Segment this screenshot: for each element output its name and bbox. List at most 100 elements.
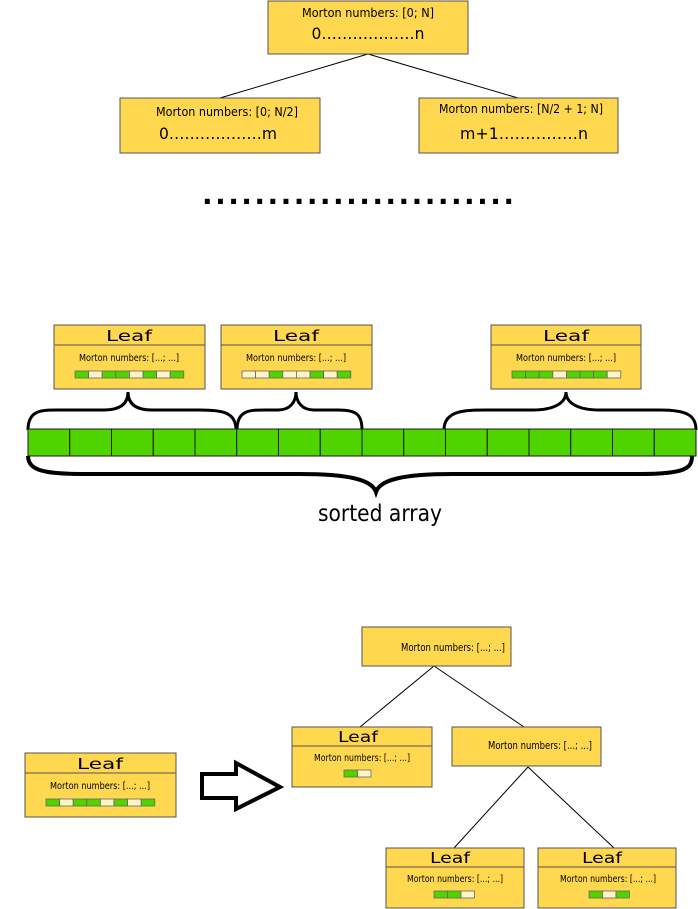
leaf-cell bbox=[511, 370, 527, 379]
ellipsis: ........................ bbox=[202, 178, 514, 211]
leaf-cell bbox=[602, 890, 617, 899]
leaf-cell bbox=[460, 890, 475, 899]
array-cell bbox=[653, 428, 697, 457]
leaf-cell bbox=[579, 370, 595, 379]
leaf-cell bbox=[100, 798, 115, 807]
leaf-cell bbox=[72, 798, 88, 807]
leaf-cell bbox=[566, 370, 581, 379]
brace-3 bbox=[442, 391, 698, 431]
leaf-cells bbox=[45, 798, 156, 807]
bottom-section: Leaf Morton numbers: [...; ...] Morton n… bbox=[24, 626, 677, 909]
leaf-title: Leaf bbox=[106, 327, 153, 345]
array-cell bbox=[445, 428, 488, 457]
leaf-cells bbox=[588, 890, 630, 899]
upper-braces bbox=[26, 391, 698, 431]
top-right-node: Morton numbers: [N/2 + 1; N] m+1……………n bbox=[418, 97, 619, 154]
leaf-cell bbox=[128, 370, 144, 379]
leaf-cell bbox=[295, 370, 311, 379]
array-cell bbox=[194, 428, 238, 457]
top-root-sequence: 0………………n bbox=[312, 24, 425, 43]
leaf-range: Morton numbers: [...; ...] bbox=[314, 753, 410, 764]
leaf-cell bbox=[433, 890, 448, 899]
leaves-row: Leaf Morton numbers: [...; ...] Leaf Mor… bbox=[53, 324, 642, 390]
leaf-title: Leaf bbox=[543, 327, 590, 345]
leaf-cell bbox=[282, 370, 297, 379]
bottom-leaf-bl: Leaf Morton numbers: [...; ...] bbox=[385, 847, 525, 909]
leaf-title: Leaf bbox=[77, 755, 124, 773]
bottom-leaf-br: Leaf Morton numbers: [...; ...] bbox=[537, 847, 677, 909]
leaf-cell bbox=[606, 370, 622, 379]
bottom-leaf-left: Leaf Morton numbers: [...; ...] bbox=[24, 752, 177, 818]
array-cell bbox=[528, 428, 572, 457]
top-tree: Morton numbers: [0; N] 0………………n Morton n… bbox=[119, 0, 619, 211]
node-range: Morton numbers: [...; ...] bbox=[401, 641, 505, 654]
leaf-cell bbox=[593, 370, 608, 379]
edge-root-leaf bbox=[359, 665, 435, 728]
leaf-cell bbox=[323, 370, 338, 379]
array-cell bbox=[319, 428, 363, 457]
bottom-leaf-mid: Leaf Morton numbers: [...; ...] bbox=[291, 726, 433, 788]
leaf-cell bbox=[88, 370, 103, 379]
leaf-cell bbox=[255, 370, 270, 379]
edge-root-left bbox=[219, 53, 369, 99]
leaf-range: Morton numbers: [...; ...] bbox=[79, 353, 179, 364]
leaf-range: Morton numbers: [...; ...] bbox=[407, 874, 503, 885]
leaf-cell bbox=[309, 370, 325, 379]
leaf-cell bbox=[113, 798, 129, 807]
array-cell bbox=[570, 428, 613, 457]
leaf-range: Morton numbers: [...; ...] bbox=[516, 353, 616, 364]
sorted-array bbox=[27, 428, 697, 457]
leaf-title: Leaf bbox=[430, 849, 471, 867]
edge-internal-leaf-left bbox=[453, 766, 529, 849]
top-left-sequence: 0………………m bbox=[159, 124, 277, 143]
leaf-cell bbox=[615, 890, 630, 899]
node-range: Morton numbers: [...; ...] bbox=[488, 739, 592, 752]
leaf-cell bbox=[101, 370, 117, 379]
top-left-node: Morton numbers: [0; N/2] 0………………m bbox=[119, 97, 321, 154]
leaf-title: Leaf bbox=[582, 849, 623, 867]
top-right-range: Morton numbers: [N/2 + 1; N] bbox=[439, 102, 603, 116]
top-root-node: Morton numbers: [0; N] 0………………n bbox=[267, 0, 469, 55]
leaf-cells bbox=[74, 370, 185, 379]
leaf-cell bbox=[336, 370, 352, 379]
leaf-cell bbox=[552, 370, 567, 379]
leaf-cell bbox=[169, 370, 185, 379]
leaf-cell bbox=[59, 798, 74, 807]
array-cell bbox=[486, 428, 530, 457]
brace-2 bbox=[235, 391, 364, 431]
leaf-cell bbox=[525, 370, 540, 379]
lower-brace bbox=[26, 455, 694, 499]
top-left-range: Morton numbers: [0; N/2] bbox=[156, 105, 298, 119]
leaf-cell bbox=[268, 370, 284, 379]
sorted-array-label: sorted array bbox=[318, 501, 442, 527]
leaf-cell bbox=[588, 890, 603, 899]
arrow-icon bbox=[200, 759, 285, 813]
leaf-title: Leaf bbox=[338, 728, 379, 746]
leaf-cell bbox=[45, 798, 61, 807]
leaf-cell bbox=[142, 370, 158, 379]
array-cell bbox=[69, 428, 112, 457]
array-cell bbox=[403, 428, 446, 457]
array-cell bbox=[152, 428, 196, 457]
array-cell bbox=[111, 428, 154, 457]
leaf-cell bbox=[447, 890, 462, 899]
edge-root-internal bbox=[433, 665, 525, 728]
leaf-node-2: Leaf Morton numbers: [...; ...] bbox=[220, 324, 373, 390]
brace-1 bbox=[26, 391, 238, 431]
leaf-cell bbox=[357, 769, 372, 778]
leaf-cell bbox=[115, 370, 130, 379]
leaf-cell bbox=[538, 370, 554, 379]
leaf-cells bbox=[511, 370, 622, 379]
bottom-root-node: Morton numbers: [...; ...] bbox=[361, 626, 512, 667]
top-root-range: Morton numbers: [0; N] bbox=[302, 6, 434, 20]
array-cell bbox=[612, 428, 655, 457]
leaf-cell bbox=[156, 370, 171, 379]
leaf-cell bbox=[343, 769, 358, 778]
leaf-cell bbox=[74, 370, 90, 379]
leaf-cell bbox=[86, 798, 101, 807]
leaf-title: Leaf bbox=[273, 327, 320, 345]
array-cell bbox=[278, 428, 321, 457]
array-cell bbox=[27, 428, 71, 457]
array-cell bbox=[361, 428, 405, 457]
